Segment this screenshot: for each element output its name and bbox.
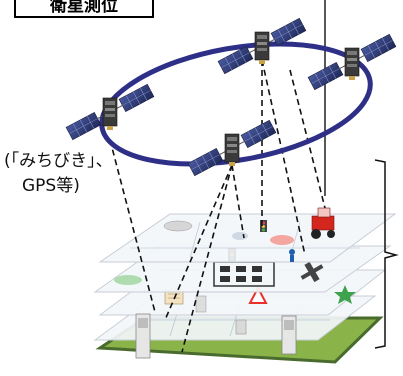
satellite-label-line1: (「みちびき」、 — [4, 151, 113, 171]
car-icon — [163, 220, 193, 232]
warning-sign-icon — [248, 285, 268, 304]
traffic-light-icon-2 — [260, 220, 267, 232]
satellite-label-line2: GPS等) — [22, 176, 80, 196]
tractor-icon — [311, 207, 335, 239]
satellite-icon — [307, 33, 397, 91]
header-box: 衛星測位 — [14, 0, 154, 18]
person-icon — [289, 249, 295, 262]
star-icon — [334, 285, 356, 304]
ground-post-right — [281, 315, 297, 355]
ground-post-left — [135, 313, 151, 359]
satellite-icon — [65, 83, 155, 141]
airplane-icon — [300, 261, 324, 283]
layers-bracket — [374, 159, 399, 349]
signal-lines — [109, 59, 326, 353]
map-layer-1 — [98, 207, 397, 263]
orbit-ellipse — [99, 41, 373, 167]
